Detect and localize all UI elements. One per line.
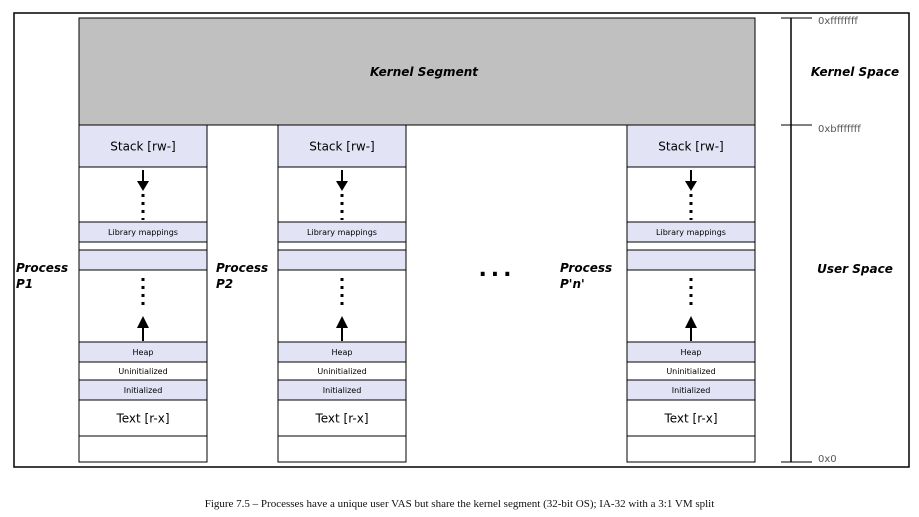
heap-label: Heap xyxy=(133,348,154,357)
segment-block xyxy=(626,435,756,463)
process-column-1: Stack [rw-] Library mappingsHeapUninitial… xyxy=(78,124,208,463)
stack-growth-arrow-icon xyxy=(685,181,697,191)
process-column-2: Stack [rw-] Library mappingsHeapUninitial… xyxy=(277,124,407,463)
initialized-label: Initialized xyxy=(672,386,711,395)
stack-label: Stack [rw-] xyxy=(309,139,374,153)
outer-frame xyxy=(13,12,910,468)
segment-block xyxy=(626,241,756,251)
figure-caption: Figure 7.5 – Processes have a unique use… xyxy=(204,498,715,510)
segment-block xyxy=(277,435,407,463)
address-split: 0xbfffffff xyxy=(818,124,861,135)
uninitialized-label: Uninitialized xyxy=(118,367,167,376)
text-segment xyxy=(78,399,208,437)
segment-block xyxy=(626,249,756,271)
process-label-2-line2: P2 xyxy=(216,277,233,291)
kernel-segment xyxy=(78,17,756,126)
library-label: Library mappings xyxy=(108,228,178,237)
process-column-3: Stack [rw-] Library mappingsHeapUninitial… xyxy=(626,124,756,463)
uninitialized-label: Uninitialized xyxy=(666,367,715,376)
initialized-label: Initialized xyxy=(323,386,362,395)
ellipsis: ... xyxy=(478,257,515,282)
text-label: Text [r-x] xyxy=(115,411,169,425)
text-label: Text [r-x] xyxy=(663,411,717,425)
segment-block xyxy=(78,241,208,251)
process-label-1-line2: P1 xyxy=(16,277,33,291)
uninitialized-label: Uninitialized xyxy=(317,367,366,376)
process-label-3-line2: P'n' xyxy=(560,277,585,291)
stack-segment xyxy=(626,124,756,168)
segment-block xyxy=(277,241,407,251)
initialized-label: Initialized xyxy=(124,386,163,395)
stack-segment xyxy=(78,124,208,168)
address-top: 0xffffffff xyxy=(818,16,859,27)
process-label-2-line1: Process xyxy=(216,261,268,275)
segment-block xyxy=(78,435,208,463)
stack-growth-arrow-icon xyxy=(336,181,348,191)
stack-growth-arrow-icon xyxy=(137,181,149,191)
process-label-1-line1: Process xyxy=(16,261,68,275)
heap-growth-arrow-icon xyxy=(137,316,149,328)
kernel-segment-label: Kernel Segment xyxy=(370,65,479,79)
process-label-3-line1: Process xyxy=(560,261,612,275)
text-segment xyxy=(277,399,407,437)
segment-block xyxy=(277,249,407,271)
user-space-label: User Space xyxy=(817,262,893,276)
heap-label: Heap xyxy=(332,348,353,357)
segment-block xyxy=(78,249,208,271)
library-label: Library mappings xyxy=(307,228,377,237)
heap-label: Heap xyxy=(681,348,702,357)
heap-growth-arrow-icon xyxy=(685,316,697,328)
library-label: Library mappings xyxy=(656,228,726,237)
address-bottom: 0x0 xyxy=(818,454,837,465)
stack-label: Stack [rw-] xyxy=(658,139,723,153)
heap-growth-arrow-icon xyxy=(336,316,348,328)
kernel-space-label: Kernel Space xyxy=(811,65,899,79)
stack-segment xyxy=(277,124,407,168)
text-label: Text [r-x] xyxy=(314,411,368,425)
stack-label: Stack [rw-] xyxy=(110,139,175,153)
